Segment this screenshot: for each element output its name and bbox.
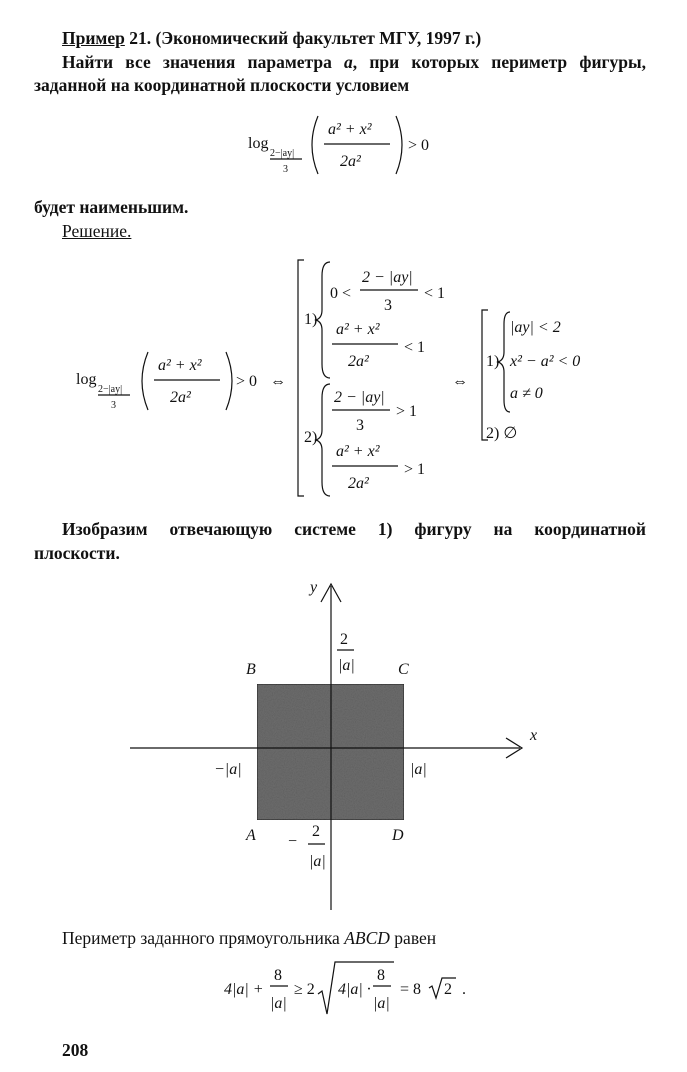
svg-text:2 − |ay|: 2 − |ay|: [362, 269, 413, 286]
bottom-tick-numerator: 2: [312, 823, 320, 840]
solution-label: Решение.: [62, 221, 132, 241]
result-bracket: [481, 309, 488, 441]
problem-line-2: заданной на координатной плоскости услов…: [34, 75, 410, 95]
bottom-tick-denominator: |a|: [309, 853, 326, 870]
case1-brace: [314, 261, 331, 379]
root-sign: [317, 961, 394, 1015]
equiv-sign-2: ⇔: [452, 373, 468, 390]
log-base-denominator: 3: [283, 164, 288, 175]
svg-text:2: 2: [444, 981, 452, 998]
svg-text:< 1: < 1: [404, 339, 425, 356]
y-axis-label: y: [308, 579, 318, 596]
bottom-tick-sign: −: [288, 833, 297, 850]
perimeter-sentence: Периметр заданного прямоугольника ABCD р…: [62, 928, 437, 948]
example-source: 21. (Экономический факультет МГУ, 1997 г…: [129, 28, 482, 48]
condition-relation: > 0: [408, 137, 429, 154]
svg-text:< 1: < 1: [424, 285, 445, 302]
example-heading: Пример 21. (Экономический факультет МГУ,…: [62, 27, 481, 49]
svg-text:|a|: |a|: [373, 995, 390, 1012]
x-axis-label: x: [529, 727, 537, 744]
svg-text:2 − |ay|: 2 − |ay|: [334, 389, 385, 406]
svg-text:8: 8: [377, 967, 385, 984]
corner-a: A: [245, 827, 256, 844]
svg-text:log: log: [76, 371, 96, 388]
right-paren: [395, 115, 403, 175]
svg-text:> 1: > 1: [396, 403, 417, 420]
svg-text:8: 8: [274, 967, 282, 984]
problem-line-1: Найти все значения параметра a, при кото…: [62, 52, 646, 72]
page-number: 208: [62, 1040, 89, 1060]
result-brace: [496, 311, 511, 413]
svg-text:> 1: > 1: [404, 461, 425, 478]
left-paren: [311, 115, 319, 175]
example-label: Пример: [62, 28, 125, 48]
figure-text-line-1: Изобразим отвечающую системе 1) фигуру н…: [62, 519, 646, 539]
svg-text:|ay| < 2: |ay| < 2: [510, 319, 561, 336]
svg-text:4|a| ·: 4|a| ·: [338, 981, 371, 998]
small-root-sign: [428, 977, 456, 1000]
svg-text:.: .: [462, 981, 466, 998]
svg-text:3: 3: [384, 297, 392, 314]
top-tick-numerator: 2: [340, 631, 348, 648]
svg-text:2a²: 2a²: [170, 389, 192, 406]
svg-text:a ≠ 0: a ≠ 0: [510, 385, 543, 402]
svg-text:2): 2): [304, 429, 317, 446]
log-base-numerator: 2−|ay|: [270, 148, 294, 159]
svg-text:a² + x²: a² + x²: [158, 357, 203, 374]
figure-text-line-2: плоскости.: [34, 543, 120, 563]
svg-text:1): 1): [486, 353, 499, 370]
arg-numerator: a² + x²: [328, 121, 373, 138]
perimeter-inequality: 4|a| + 8 |a| ≥ 2 4|a| · 8 |a| = 8 2 .: [224, 961, 466, 1015]
y-axis-arrow: [320, 582, 342, 603]
svg-text:3: 3: [356, 417, 364, 434]
corner-c: C: [398, 661, 409, 678]
corner-d: D: [391, 827, 404, 844]
equiv-sign-1: ⇔: [270, 373, 286, 390]
svg-text:1): 1): [304, 311, 317, 328]
svg-text:3: 3: [111, 400, 116, 411]
svg-text:a² + x²: a² + x²: [336, 443, 381, 460]
svg-text:|a|: |a|: [270, 995, 287, 1012]
equivalence-formula: log 2−|ay| 3 a² + x² 2a² > 0 ⇔ 1) 0 < 2 …: [76, 259, 580, 497]
svg-text:4|a| +: 4|a| +: [224, 981, 264, 998]
arg-denominator: 2a²: [340, 153, 362, 170]
x-axis-arrow: [505, 737, 524, 759]
left-tick-label: −|a|: [214, 761, 242, 778]
top-tick-denominator: |a|: [338, 657, 355, 674]
svg-text:0 <: 0 <: [330, 285, 351, 302]
svg-text:= 8: = 8: [400, 981, 421, 998]
corner-b: B: [246, 661, 256, 678]
svg-text:2−|ay|: 2−|ay|: [98, 384, 122, 395]
union-bracket: [297, 259, 304, 497]
svg-text:2a²: 2a²: [348, 475, 370, 492]
svg-text:2a²: 2a²: [348, 353, 370, 370]
case2-brace: [314, 383, 331, 497]
problem-line-3: будет наименьшим.: [34, 197, 189, 217]
svg-text:≥ 2: ≥ 2: [294, 981, 315, 998]
svg-text:x² − a² < 0: x² − a² < 0: [509, 353, 580, 370]
coordinate-graph: x y 2 |a| − 2 |a| −|a| |a| B C A D: [130, 579, 537, 910]
svg-text:a² + x²: a² + x²: [336, 321, 381, 338]
log-symbol: log: [248, 135, 268, 152]
right-tick-label: |a|: [410, 761, 427, 778]
svg-text:> 0: > 0: [236, 373, 257, 390]
condition-formula: log 2−|ay| 3 a² + x² 2a² > 0: [248, 115, 429, 175]
svg-text:2) ∅: 2) ∅: [486, 425, 517, 442]
